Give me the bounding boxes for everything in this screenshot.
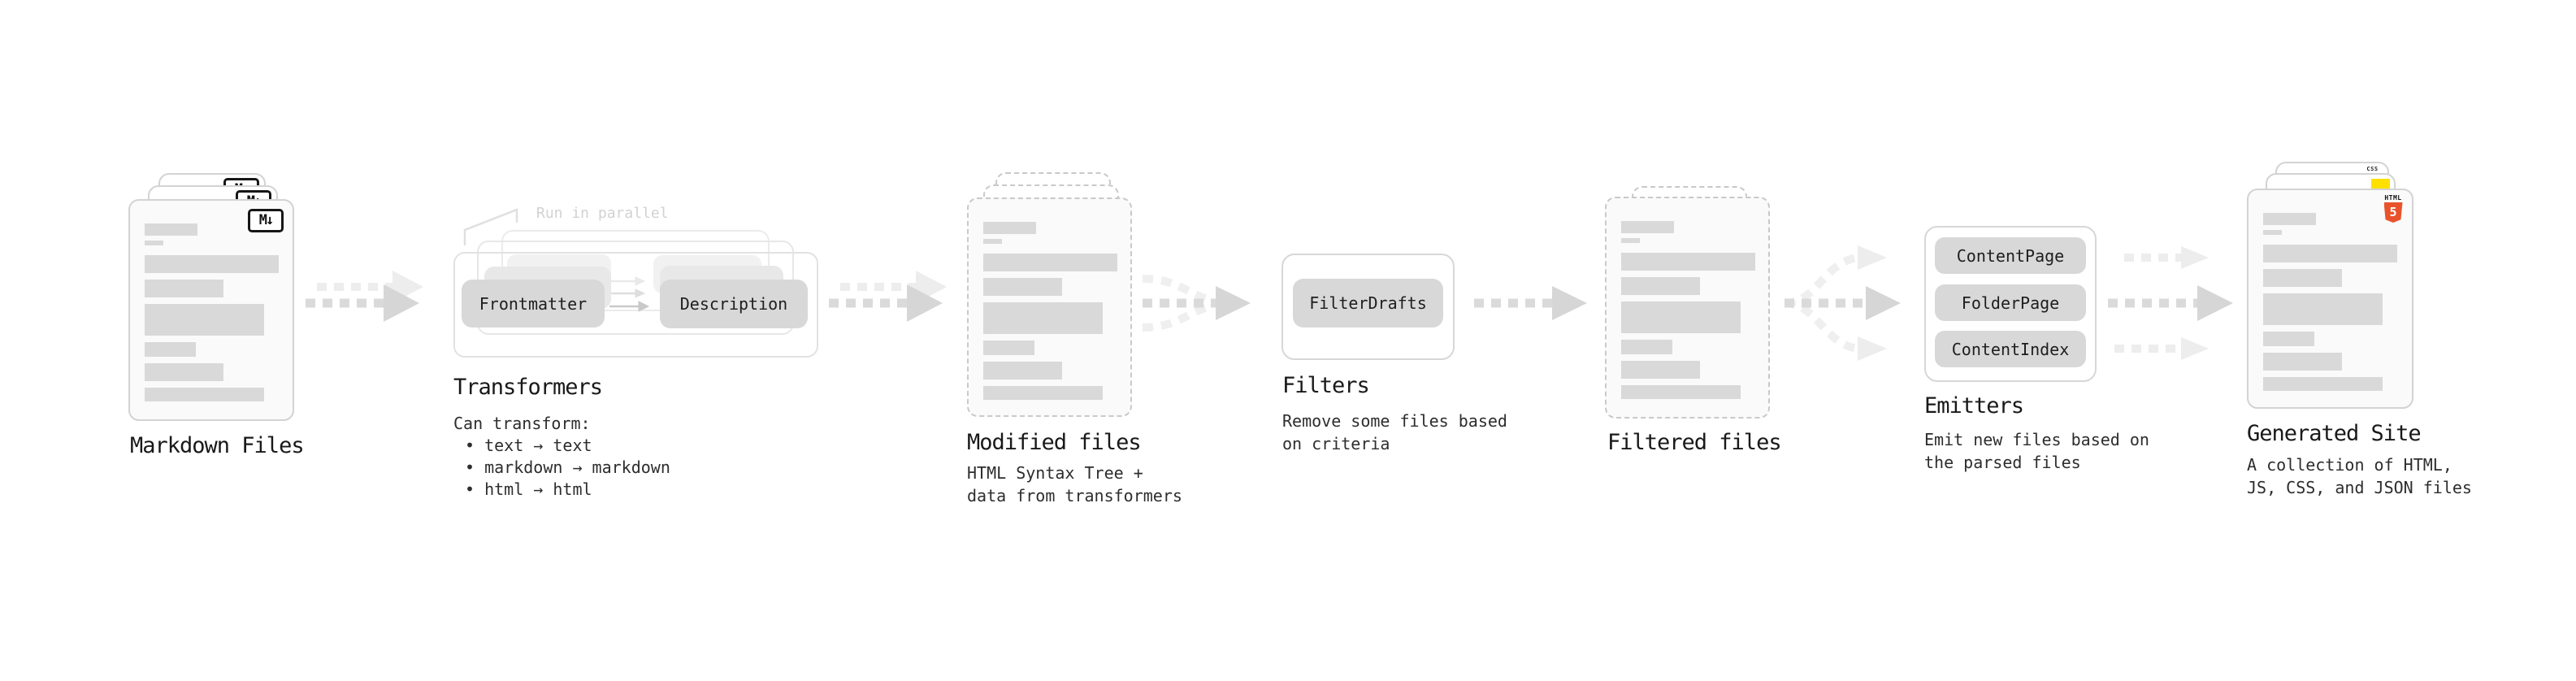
skeleton-bar xyxy=(983,362,1062,380)
markdown-icon: M↓ xyxy=(248,209,284,232)
skeleton-bar xyxy=(2263,245,2397,262)
skeleton-bar xyxy=(1621,340,1672,354)
stage-title-filters: Filters xyxy=(1282,373,1370,398)
transformer-group-box xyxy=(453,252,818,358)
skeleton-bar xyxy=(983,386,1103,400)
html5-icon: HTML 5 xyxy=(2382,194,2405,223)
skeleton-bar xyxy=(2263,353,2342,371)
skeleton-bar xyxy=(983,239,1002,244)
list-item: • html → html xyxy=(465,479,592,499)
skeleton-bar xyxy=(983,278,1062,296)
skeleton-bar xyxy=(2263,332,2314,346)
document-skeleton xyxy=(145,223,279,401)
node-description: Description xyxy=(660,280,808,328)
skeleton-bar xyxy=(145,388,264,401)
flow-arrow-modified-to-filters xyxy=(1142,275,1251,332)
skeleton-bar xyxy=(1621,253,1755,271)
flow-arrow-filters-to-filtered xyxy=(1474,286,1587,320)
stage-title-generated-site: Generated Site xyxy=(2247,421,2422,446)
stage-title-markdown-files: Markdown Files xyxy=(130,433,305,458)
skeleton-bar xyxy=(145,280,223,297)
transformers-capability-list: • text → text • markdown → markdown • ht… xyxy=(465,435,670,501)
skeleton-bar xyxy=(983,340,1034,355)
markdown-file-card: M↓ xyxy=(128,199,294,421)
document-skeleton xyxy=(1621,221,1755,399)
skeleton-bar xyxy=(1621,238,1640,243)
filters-description: Remove some files based on criteria xyxy=(1282,411,1507,453)
parallel-transform-arrows xyxy=(609,276,650,312)
generated-site-description: A collection of HTML, JS, CSS, and JSON … xyxy=(2247,455,2472,497)
run-in-parallel-annotation: Run in parallel xyxy=(536,205,669,222)
skeleton-bar xyxy=(145,223,197,236)
flow-arrow-filtered-to-emitters xyxy=(1784,245,1901,361)
filtered-file-card xyxy=(1605,197,1770,419)
skeleton-bar xyxy=(1621,221,1674,233)
flow-arrow-emitters-to-site xyxy=(2108,246,2233,360)
modified-files-description: HTML Syntax Tree + data from transformer… xyxy=(967,463,1182,505)
skeleton-bar xyxy=(145,342,196,357)
skeleton-bar xyxy=(2263,377,2383,391)
skeleton-bar xyxy=(2263,213,2316,225)
stage-title-emitters: Emitters xyxy=(1924,393,2024,419)
skeleton-bar xyxy=(983,222,1036,234)
transformers-description: Can transform: xyxy=(453,414,591,433)
skeleton-bar xyxy=(145,255,279,273)
skeleton-bar xyxy=(1621,385,1741,399)
js-icon xyxy=(2371,179,2390,189)
skeleton-bar xyxy=(1621,361,1700,379)
site-file-card-html: HTML 5 xyxy=(2247,189,2413,409)
html5-icon-label: HTML xyxy=(2384,194,2402,202)
flow-arrow-markdown-to-transformers xyxy=(306,271,423,322)
skeleton-bar xyxy=(2263,269,2342,287)
node-folderpage: FolderPage xyxy=(1935,284,2086,321)
css-icon-label: CSS xyxy=(2366,166,2379,172)
node-contentindex: ContentIndex xyxy=(1935,331,2086,367)
document-skeleton xyxy=(2263,213,2397,391)
stage-title-transformers: Transformers xyxy=(453,375,603,400)
stage-title-filtered-files: Filtered files xyxy=(1607,430,1782,455)
skeleton-bar xyxy=(983,254,1117,271)
html5-icon-shield: 5 xyxy=(2383,202,2403,223)
annotation-connector-line xyxy=(463,208,518,245)
emitters-description: Emit new files based on the parsed files xyxy=(1924,430,2149,472)
skeleton-bar xyxy=(145,304,264,336)
document-skeleton xyxy=(983,222,1117,400)
skeleton-bar xyxy=(1621,301,1741,333)
skeleton-bar xyxy=(1621,277,1700,295)
flow-arrow-transformers-to-modified xyxy=(829,271,947,322)
skeleton-bar xyxy=(983,302,1103,334)
node-frontmatter: Frontmatter xyxy=(462,280,605,327)
skeleton-bar xyxy=(2263,293,2383,325)
node-filterdrafts: FilterDrafts xyxy=(1293,279,1443,327)
skeleton-bar xyxy=(145,241,163,245)
modified-file-card xyxy=(967,197,1132,417)
skeleton-bar xyxy=(145,363,223,381)
list-item: • markdown → markdown xyxy=(465,458,670,477)
list-item: • text → text xyxy=(465,436,592,455)
node-contentpage: ContentPage xyxy=(1935,237,2086,274)
stage-title-modified-files: Modified files xyxy=(967,430,1142,455)
skeleton-bar xyxy=(2263,230,2282,235)
